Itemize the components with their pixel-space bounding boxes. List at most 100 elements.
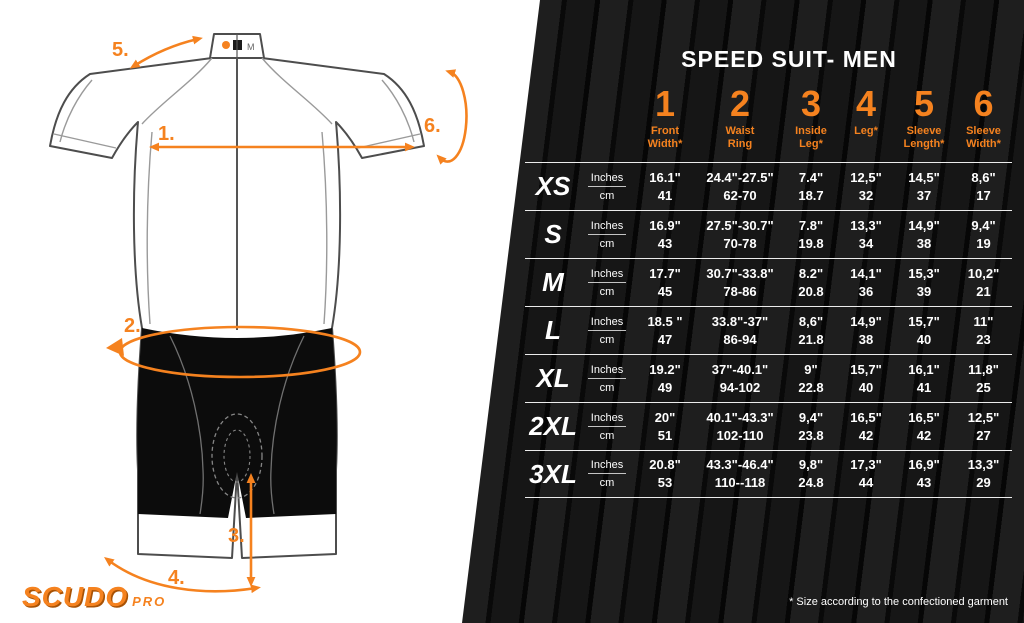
value-cell: 7.4"18.7 bbox=[783, 171, 839, 202]
value-cell: 13,3"29 bbox=[955, 458, 1012, 489]
unit-labels: Inches cm bbox=[581, 364, 633, 394]
column-label: Inside Leg* bbox=[795, 125, 827, 150]
size-label: M bbox=[542, 267, 564, 297]
value-inches: 8.2" bbox=[798, 265, 824, 281]
size-label: 3XL bbox=[529, 458, 577, 489]
unit-cm-label: cm bbox=[599, 477, 615, 489]
table-header: 1 Front Width* 2 Waist Ring 3 Inside Leg… bbox=[525, 86, 1012, 150]
value-inches: 16.9" bbox=[649, 217, 681, 233]
column-number: 2 bbox=[729, 83, 751, 124]
value-inches: 17.7" bbox=[649, 265, 681, 281]
value-cell: 18.5 " 47 bbox=[633, 315, 697, 346]
value-cm: 38 bbox=[858, 331, 874, 347]
value-inches: 9" bbox=[804, 361, 818, 377]
footnote: * Size according to the confectioned gar… bbox=[789, 596, 1008, 608]
value-inches: 37"-40.1" bbox=[711, 361, 769, 377]
value-cell: 12,5"27 bbox=[955, 411, 1012, 442]
value-cell: 11"23 bbox=[955, 315, 1012, 346]
value-cm: 53 bbox=[657, 475, 673, 490]
value-cm: 21.8 bbox=[798, 331, 824, 347]
measure-label-4: 4. bbox=[168, 567, 185, 589]
value-cm: 43 bbox=[657, 235, 673, 251]
measure-arrow-2-head bbox=[106, 338, 124, 356]
value-cell: 14,5"37 bbox=[893, 171, 955, 202]
value-inches: 16,5" bbox=[850, 409, 882, 425]
value-cm: 94-102 bbox=[719, 379, 761, 395]
value-inches: 12,5" bbox=[850, 169, 882, 185]
value-cell: 14,9"38 bbox=[839, 315, 893, 346]
value-cell: 9,8"24.8 bbox=[783, 458, 839, 489]
unit-inches-label: Inches bbox=[587, 220, 627, 235]
value-inches: 7.8" bbox=[798, 217, 824, 233]
value-cm: 42 bbox=[858, 427, 874, 443]
value-cm: 22.8 bbox=[798, 379, 824, 395]
value-inches: 15,7" bbox=[908, 313, 940, 329]
shorts-black-panel bbox=[137, 328, 337, 518]
size-chart-panel: SPEED SUIT- MEN 1 Front Width* 2 Waist R… bbox=[462, 0, 1024, 623]
value-cm: 23 bbox=[976, 331, 991, 347]
value-cm: 110--118 bbox=[714, 475, 766, 490]
unit-cm-label: cm bbox=[599, 333, 615, 346]
header-spacer-size bbox=[525, 86, 581, 150]
value-cell: 30.7"-33.8"78-86 bbox=[697, 267, 783, 298]
value-cm: 40 bbox=[858, 379, 874, 395]
value-inches: 8,6" bbox=[971, 169, 996, 185]
value-cell: 11,8"25 bbox=[955, 363, 1012, 394]
column-header-6: 6 Sleeve Width* bbox=[955, 86, 1012, 150]
column-number: 4 bbox=[855, 83, 877, 124]
measure-label-2: 2. bbox=[124, 315, 141, 337]
value-cell: 16.9" 43 bbox=[633, 219, 697, 250]
brand-name: SCUDO bbox=[22, 581, 129, 612]
value-cm: 23.8 bbox=[798, 427, 824, 443]
value-inches: 40.1"-43.3" bbox=[706, 409, 774, 425]
size-label: XL bbox=[536, 363, 570, 393]
collar-size-tag: M bbox=[247, 42, 255, 52]
unit-cm-label: cm bbox=[599, 381, 615, 394]
value-cm: 27 bbox=[976, 427, 991, 443]
chamois-pad-outline bbox=[211, 413, 263, 499]
value-cm: 29 bbox=[976, 475, 991, 490]
value-cell: 8.2"20.8 bbox=[783, 267, 839, 298]
speed-suit-illustration: M bbox=[49, 33, 468, 594]
collar-logo-icon bbox=[222, 41, 230, 49]
value-cm: 41 bbox=[916, 379, 932, 395]
value-cell: 20.8"53 bbox=[633, 458, 697, 489]
value-cell: 14,1" 36 bbox=[839, 267, 893, 298]
value-cell: 15,7" 40 bbox=[893, 315, 955, 346]
column-label: Front Width* bbox=[647, 125, 683, 150]
value-cm: 102-110 bbox=[716, 427, 764, 443]
value-cm: 36 bbox=[858, 283, 874, 299]
unit-inches-label: Inches bbox=[587, 364, 627, 379]
value-cell: 16,5" 42 bbox=[839, 411, 893, 442]
value-cell: 24.4"-27.5"62-70 bbox=[697, 171, 783, 202]
value-cell: 9,4"19 bbox=[955, 219, 1012, 250]
value-cm: 78-86 bbox=[723, 283, 757, 299]
value-cm: 40 bbox=[916, 331, 932, 347]
value-cm: 42 bbox=[916, 427, 932, 443]
value-cm: 47 bbox=[657, 331, 673, 347]
value-inches: 43.3"-46.4" bbox=[706, 457, 774, 473]
column-number: 5 bbox=[913, 83, 935, 124]
value-inches: 8,6" bbox=[798, 313, 824, 329]
unit-inches-label: Inches bbox=[587, 459, 627, 474]
column-number: 6 bbox=[973, 83, 994, 124]
value-inches: 15,3" bbox=[908, 265, 940, 281]
value-cell: 16,1"41 bbox=[893, 363, 955, 394]
value-inches: 20" bbox=[654, 409, 676, 425]
value-inches: 16,9" bbox=[908, 457, 940, 473]
value-cm: 51 bbox=[657, 427, 673, 443]
value-cm: 32 bbox=[858, 187, 874, 203]
value-inches: 11,8" bbox=[968, 361, 999, 377]
value-inches: 14,1" bbox=[850, 265, 882, 281]
value-cm: 49 bbox=[657, 379, 673, 395]
value-cell: 10,2"21 bbox=[955, 267, 1012, 298]
value-inches: 18.5 " bbox=[647, 313, 683, 329]
